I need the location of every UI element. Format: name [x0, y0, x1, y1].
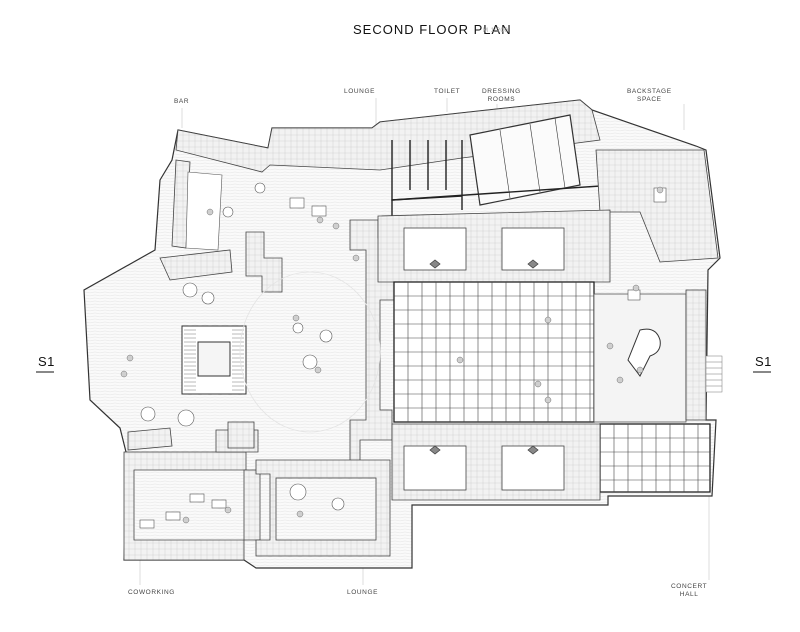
dressing-rooms	[469, 114, 581, 206]
stair-core	[181, 325, 247, 395]
stage-wall-right	[685, 289, 707, 421]
bar-wall	[159, 249, 233, 281]
people-figures	[120, 186, 664, 524]
label-lounge-bottom: LOUNGE	[347, 589, 379, 596]
west-wall-pieces	[127, 231, 283, 451]
grand-piano-icon	[627, 328, 661, 377]
section-mark-left: S1	[38, 354, 55, 369]
section-mark-right: S1	[755, 354, 772, 369]
label-concert-line2: HALL	[679, 591, 699, 598]
label-backstage-space: BACKSTAGE SPACE	[627, 88, 672, 104]
lounge-ring	[239, 271, 381, 433]
lower-hall-seating	[599, 423, 711, 493]
label-dressing-line2: ROOMS	[487, 96, 516, 103]
lower-lounge-walls	[255, 459, 391, 557]
east-steps	[705, 355, 723, 393]
label-lounge-top: LOUNGE	[344, 88, 376, 95]
concert-hall-seating	[393, 281, 595, 423]
label-dressing-line1: DRESSING	[482, 88, 521, 95]
plan-title: SECOND FLOOR PLAN	[353, 22, 512, 37]
label-coworking: COWORKING	[128, 589, 175, 596]
label-concert-hall: CONCERT HALL	[671, 583, 707, 599]
label-bar: BAR	[174, 98, 190, 105]
label-backstage-line2: SPACE	[637, 96, 662, 103]
label-concert-line1: CONCERT	[671, 583, 708, 590]
label-backstage-line1: BACKSTAGE	[627, 88, 672, 95]
lower-service-rooms	[391, 423, 601, 501]
upper-service-rooms	[377, 209, 611, 283]
bar-counter-2	[185, 171, 223, 251]
scale-note: M 1:200	[483, 28, 509, 34]
furniture	[139, 182, 667, 529]
label-toilet: TOILET	[434, 88, 461, 95]
label-dressing-rooms: DRESSING ROOMS	[482, 88, 521, 104]
north-wall	[175, 99, 601, 173]
